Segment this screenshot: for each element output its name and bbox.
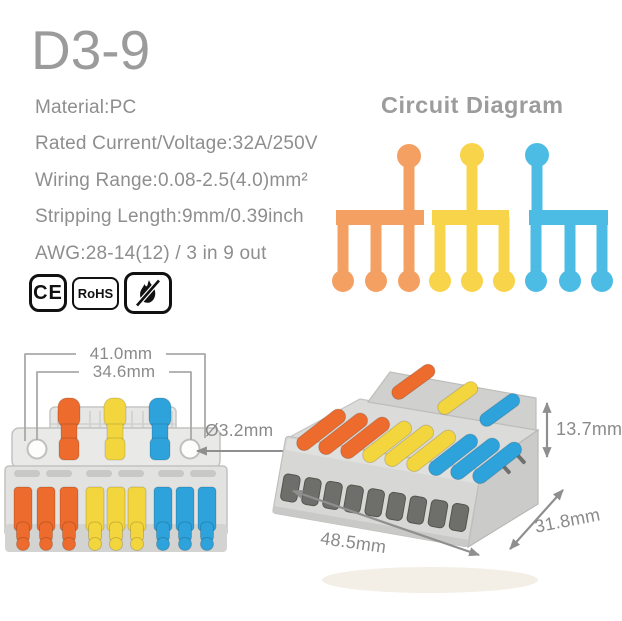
dimension-inner-width: 34.6mm bbox=[79, 362, 169, 382]
ce-mark-icon: CE bbox=[29, 274, 67, 312]
input-lever-orange bbox=[57, 397, 81, 461]
dimension-outer-width: 41.0mm bbox=[76, 344, 166, 364]
output-levers-blue bbox=[153, 486, 217, 551]
vent-slots bbox=[14, 470, 216, 477]
circuit-diagram-heading: Circuit Diagram bbox=[381, 92, 564, 118]
spec-wiring-range: Wiring Range:0.08-2.5(4.0)mm² bbox=[35, 169, 308, 191]
dimension-height: 13.7mm bbox=[556, 419, 622, 439]
circuit-diagram bbox=[332, 143, 613, 292]
spec-rated-current-voltage: Rated Current/Voltage:32A/250V bbox=[35, 133, 318, 155]
ce-label: CE bbox=[33, 281, 63, 304]
connector-front-view bbox=[4, 397, 228, 552]
output-levers-orange bbox=[13, 486, 79, 551]
circuit-fork-yellow bbox=[429, 143, 515, 292]
back-lever-orange bbox=[391, 363, 436, 400]
front-levers-blue bbox=[428, 433, 523, 485]
back-lever-yellow bbox=[437, 381, 479, 415]
rohs-mark-icon: RoHS bbox=[72, 277, 119, 310]
certification-badges: CE RoHS bbox=[29, 272, 172, 314]
back-lever-blue bbox=[479, 393, 521, 427]
dimension-hole-diameter: Ø3.2mm bbox=[205, 420, 274, 440]
front-levers-orange bbox=[296, 408, 391, 460]
flame-retardant-icon bbox=[124, 272, 172, 314]
spec-awg: AWG:28-14(12) / 3 in 9 out bbox=[35, 242, 267, 264]
page-title: D3-9 bbox=[31, 19, 151, 81]
input-lever-blue bbox=[148, 397, 172, 461]
circuit-fork-blue bbox=[525, 143, 613, 292]
rohs-label: RoHS bbox=[77, 286, 114, 301]
dimension-arrows bbox=[291, 401, 564, 557]
spec-stripping-length: Stripping Length:9mm/0.39inch bbox=[35, 206, 304, 228]
mounting-hole-left bbox=[26, 438, 48, 460]
mounting-hole-right bbox=[179, 438, 201, 460]
circuit-fork-orange bbox=[332, 144, 424, 292]
spec-material: Material:PC bbox=[35, 97, 137, 118]
front-levers-yellow bbox=[362, 420, 457, 473]
spec-list: Material:PC Rated Current/Voltage:32A/25… bbox=[35, 90, 318, 272]
no-open-flame-glyph bbox=[135, 278, 161, 308]
product-shadow bbox=[322, 567, 538, 593]
connector-perspective-view bbox=[272, 363, 564, 593]
output-levers-yellow bbox=[85, 486, 147, 551]
input-lever-yellow bbox=[103, 397, 127, 461]
